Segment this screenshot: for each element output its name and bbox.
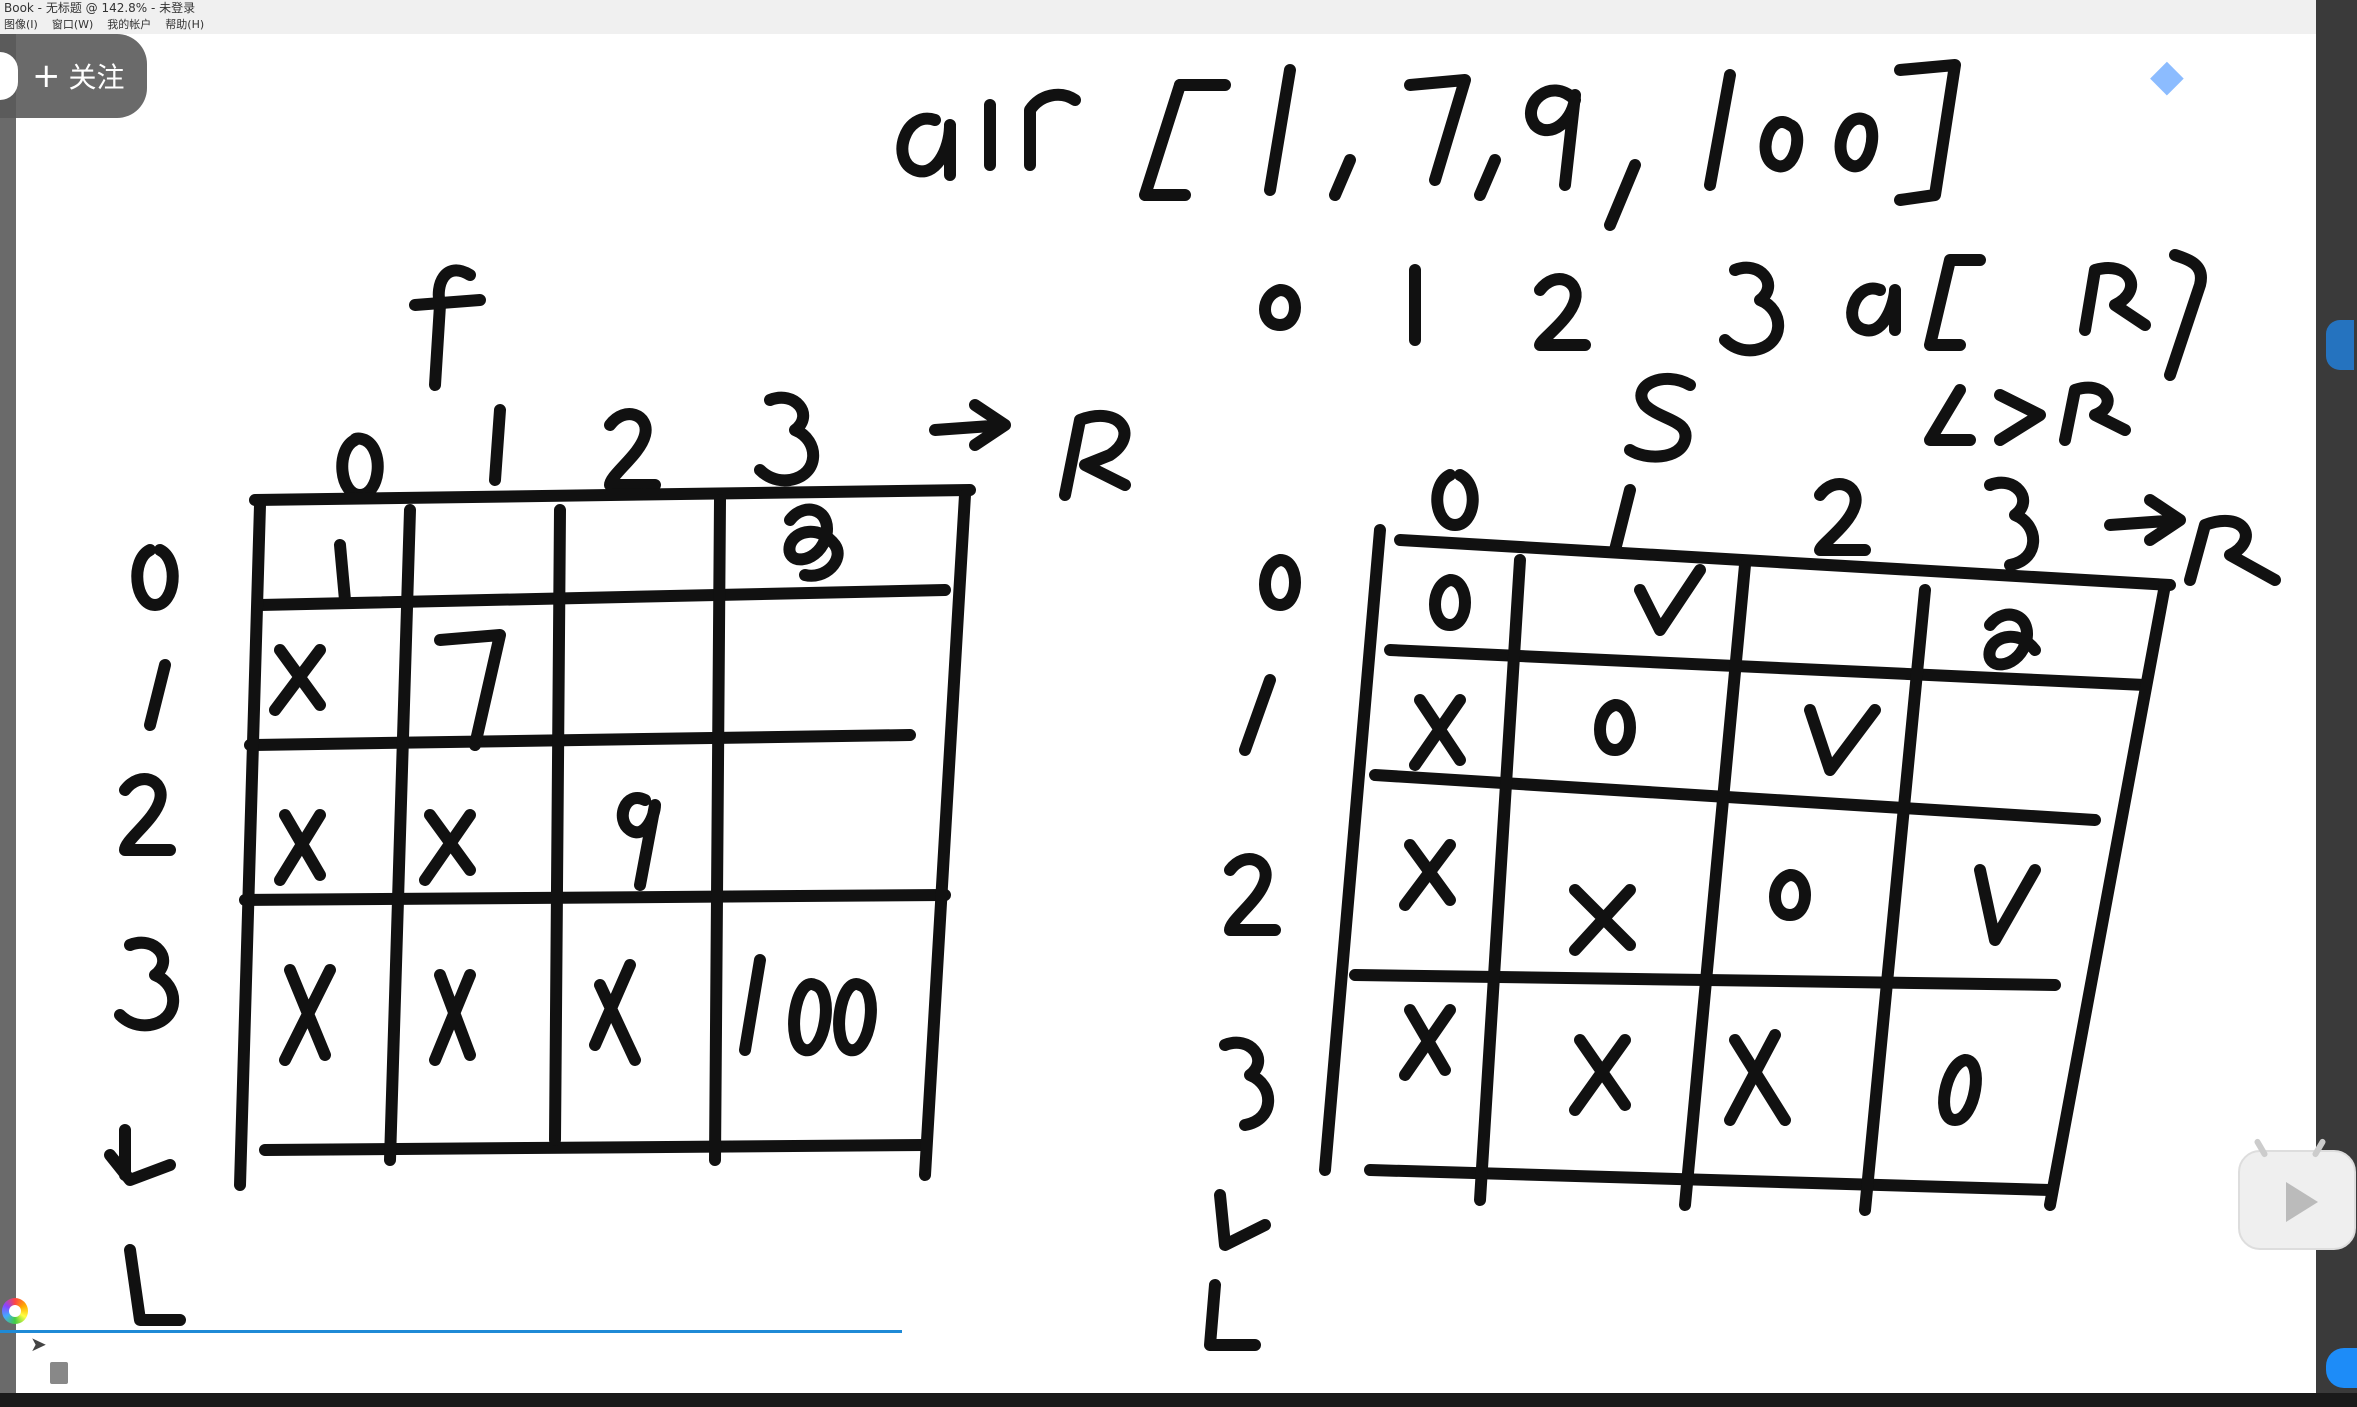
window-title: Book - 无标题 @ 142.8% - 未登录 [4, 1, 196, 15]
follow-label: 关注 [68, 61, 125, 94]
color-picker-icon[interactable] [2, 1298, 28, 1324]
top-array-ink [896, 59, 1961, 231]
menu-item-account[interactable]: 我的帐户 [107, 18, 152, 31]
left-edge-strip [0, 34, 16, 1394]
menu-item-image[interactable]: 图像(I) [4, 18, 38, 31]
bottom-bar [0, 1393, 2357, 1407]
side-panel-tab[interactable] [2326, 320, 2354, 370]
avatar [0, 52, 18, 100]
left-table-ink [104, 264, 1131, 1326]
trash-icon[interactable] [50, 1362, 68, 1384]
plus-icon: + [32, 56, 61, 96]
platform-watermark-icon: ◆ [2150, 49, 2184, 101]
progress-bar[interactable] [0, 1330, 902, 1333]
menu-item-help[interactable]: 帮助(H) [165, 18, 205, 31]
menu-item-window[interactable]: 窗口(W) [51, 18, 94, 31]
tv-play-icon[interactable] [2238, 1137, 2356, 1250]
right-table-ink [1204, 249, 2281, 1351]
follow-button[interactable]: + 关注 [0, 34, 147, 118]
menu-bar: 图像(I) 窗口(W) 我的帐户 帮助(H) [0, 16, 2357, 34]
window-title-bar: Book - 无标题 @ 142.8% - 未登录 – [0, 0, 2357, 16]
side-chat-tab[interactable] [2326, 1348, 2357, 1388]
pointer-tool-icon[interactable]: ➤ [30, 1332, 47, 1356]
